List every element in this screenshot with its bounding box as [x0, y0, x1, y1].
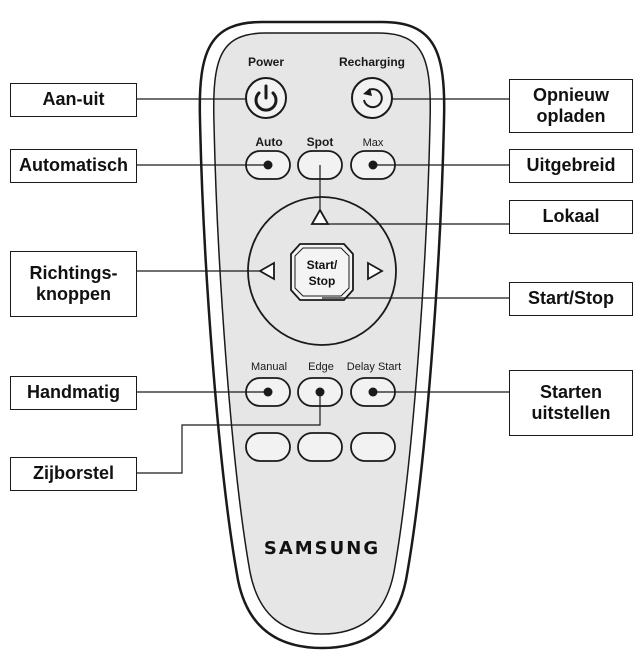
callout-handmatig-text: Handmatig	[26, 382, 120, 403]
callout-opnieuw-opladen-line2: opladen	[536, 106, 606, 126]
recharging-label: Recharging	[339, 55, 405, 69]
callout-richtingsknoppen-line2: knoppen	[36, 284, 111, 304]
arrow-left-icon[interactable]	[258, 261, 275, 281]
callout-opnieuw-opladen: Opnieuw opladen	[509, 79, 633, 133]
edge-label: Edge	[308, 361, 334, 373]
callout-richtingsknoppen: Richtings- knoppen	[10, 251, 137, 317]
delay-start-label: Delay Start	[347, 361, 401, 373]
blank-button-2[interactable]	[297, 432, 343, 462]
callout-start-stop-text: Start/Stop	[527, 288, 614, 309]
spot-label: Spot	[307, 135, 334, 149]
auto-label: Auto	[255, 135, 282, 149]
callout-opnieuw-opladen-line1: Opnieuw	[533, 84, 609, 105]
max-label: Max	[363, 137, 384, 149]
blank-button-3[interactable]	[350, 432, 396, 462]
callout-starten-uitstellen: Starten uitstellen	[509, 370, 633, 436]
power-button[interactable]	[245, 77, 287, 119]
callout-zijborstel-text: Zijborstel	[32, 463, 114, 484]
callout-start-stop: Start/Stop	[509, 282, 633, 316]
callout-starten-uitstellen-line1: Starten	[539, 381, 602, 402]
recharging-button[interactable]	[351, 77, 393, 119]
blank-button-1[interactable]	[245, 432, 291, 462]
recharge-icon	[363, 88, 383, 109]
callout-richtingsknoppen-line1: Richtings-	[29, 262, 118, 283]
start-stop-label-line1: Start/	[307, 258, 338, 272]
start-stop-label-line2: Stop	[309, 274, 336, 288]
callout-uitgebreid-text: Uitgebreid	[526, 155, 616, 176]
callout-handmatig: Handmatig	[10, 376, 137, 410]
callout-starten-uitstellen-line2: uitstellen	[531, 403, 611, 423]
start-stop-button[interactable]	[290, 243, 354, 301]
callout-lokaal-text: Lokaal	[542, 206, 600, 227]
leader-zijborstel	[137, 392, 321, 474]
callout-lokaal: Lokaal	[509, 200, 633, 234]
power-icon	[254, 84, 278, 112]
callout-aan-uit: Aan-uit	[10, 83, 137, 117]
callout-automatisch: Automatisch	[10, 149, 137, 183]
arrow-right-icon[interactable]	[367, 261, 384, 281]
manual-label: Manual	[251, 361, 287, 373]
callout-uitgebreid: Uitgebreid	[509, 149, 633, 183]
leader-lines	[137, 98, 509, 474]
callout-zijborstel: Zijborstel	[10, 457, 137, 491]
brand-logo: SAMSUNG	[264, 538, 380, 559]
power-label: Power	[248, 55, 284, 69]
callout-aan-uit-text: Aan-uit	[42, 89, 105, 110]
callout-automatisch-text: Automatisch	[18, 155, 128, 176]
